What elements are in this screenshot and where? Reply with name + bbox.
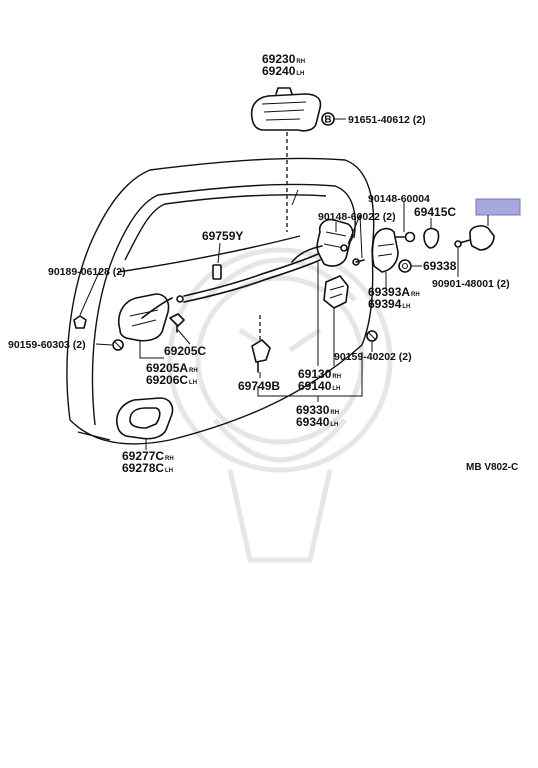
label-69240: 69240LH — [262, 64, 304, 78]
svg-text:69230RH: 69230RH — [262, 52, 305, 66]
svg-text:69130RH: 69130RH — [298, 367, 341, 381]
label-69140: 69140LH — [298, 379, 340, 393]
part-variant: LH — [296, 71, 304, 77]
screw-90159-60303 — [112, 339, 124, 351]
part-variant: LH — [332, 386, 340, 392]
door-latch — [323, 275, 349, 309]
label-69277C: 69277CRH — [122, 449, 174, 463]
part-variant: RH — [330, 410, 339, 416]
label-69205A: 69205ARH — [146, 361, 198, 375]
label-69759Y: 69759Y — [202, 229, 243, 243]
part-number: 69340 — [296, 415, 330, 429]
part-number: 69130 — [298, 367, 332, 381]
part-number: 69205A — [146, 361, 188, 375]
striker-assembly — [454, 225, 495, 251]
part-variant: RH — [332, 374, 341, 380]
label-69205C: 69205C — [164, 344, 206, 358]
highlight-box — [475, 198, 521, 216]
door-lock-assembly — [291, 218, 354, 267]
part-number: 69206C — [146, 373, 188, 387]
label-69338: 69338 — [423, 259, 457, 273]
hole-plug — [251, 339, 271, 373]
label-69130: 69130RH — [298, 367, 341, 381]
label-69278C: 69278CLH — [122, 461, 173, 475]
part-number: 69140 — [298, 379, 332, 393]
label-69393A: 69393ARH — [368, 285, 420, 299]
label-69340: 69340LH — [296, 415, 338, 429]
part-variant: LH — [402, 304, 410, 310]
label-90159-60303: 90159-60303 (2) — [8, 339, 86, 351]
svg-text:69394LH: 69394LH — [368, 297, 410, 311]
svg-text:69205ARH: 69205ARH — [146, 361, 198, 375]
screw-90148-60004 — [395, 231, 416, 243]
part-number: 69394 — [368, 297, 402, 311]
lock-cover — [371, 227, 399, 273]
screw-90159-40202 — [366, 330, 378, 342]
label-69230: 69230RH — [262, 52, 305, 66]
watermark-emblem — [167, 247, 393, 563]
label-69749B: 69749B — [238, 379, 280, 393]
svg-text:69240LH: 69240LH — [262, 64, 304, 78]
svg-text:69206CLH: 69206CLH — [146, 373, 197, 387]
part-variant: RH — [411, 292, 420, 298]
svg-text:69393ARH: 69393ARH — [368, 285, 420, 299]
svg-text:69330RH: 69330RH — [296, 403, 339, 417]
marker-symbol: B — [324, 115, 331, 126]
inside-handle — [118, 293, 173, 342]
outside-handle — [250, 87, 322, 132]
part-number: 69393A — [368, 285, 410, 299]
retainer-clip — [73, 315, 87, 329]
part-variant: LH — [330, 422, 338, 428]
label-91651-40612: 91651-40612 (2) — [348, 114, 426, 126]
bushing-69338 — [398, 259, 412, 273]
leader-lines — [79, 189, 489, 450]
door-outline — [66, 157, 375, 445]
label-90159-40202: 90159-40202 (2) — [334, 351, 412, 363]
label-69394: 69394LH — [368, 297, 410, 311]
part-number: 69230 — [262, 52, 296, 66]
label-90901-48001: 90901-48001 (2) — [432, 278, 510, 290]
label-90148-60004: 90148-60004 — [368, 193, 430, 205]
svg-text:69278CLH: 69278CLH — [122, 461, 173, 475]
label-90189-06128: 90189-06128 (2) — [48, 266, 126, 278]
part-variant: RH — [296, 59, 305, 65]
label-69206C: 69206CLH — [146, 373, 197, 387]
handle-bezel — [116, 397, 174, 440]
handle-clip — [169, 313, 185, 333]
part-variant: RH — [189, 368, 198, 374]
part-variant: RH — [165, 456, 174, 462]
part-number: 69330 — [296, 403, 330, 417]
part-number: 69278C — [122, 461, 164, 475]
screws-90148-60022 — [340, 244, 365, 266]
part-number: 69240 — [262, 64, 296, 78]
label-90148-60022: 90148-60022 (2) — [318, 211, 396, 223]
svg-text:69340LH: 69340LH — [296, 415, 338, 429]
label-69415C: 69415C — [414, 205, 456, 219]
bumper-69415C — [423, 227, 440, 249]
part-variant: LH — [189, 380, 197, 386]
label-69330: 69330RH — [296, 403, 339, 417]
part-number: 69277C — [122, 449, 164, 463]
part-variant: LH — [165, 468, 173, 474]
svg-text:69140LH: 69140LH — [298, 379, 340, 393]
lock-cable — [176, 253, 321, 303]
svg-text:69277CRH: 69277CRH — [122, 449, 174, 463]
reference-code: MB V802-C — [466, 462, 518, 473]
